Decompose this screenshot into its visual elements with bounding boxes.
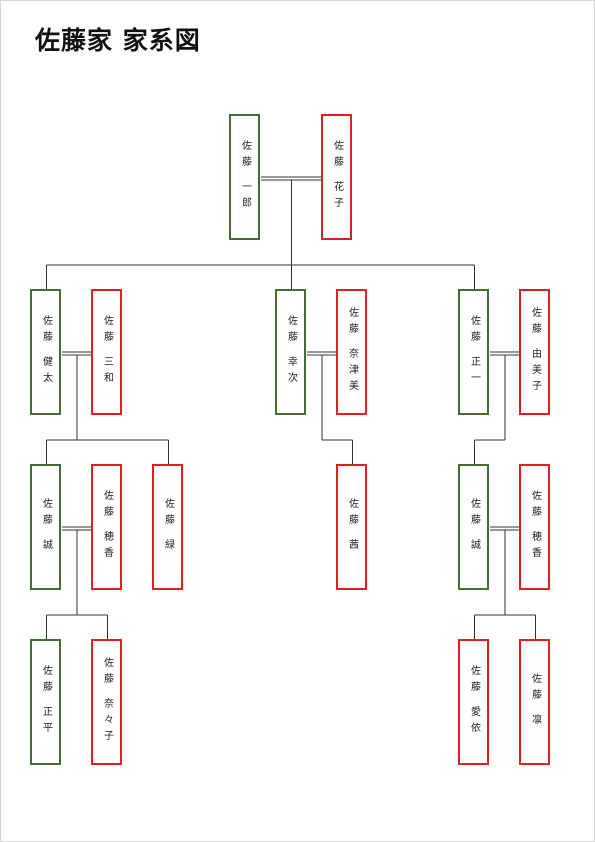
person-name: 佐藤 愛依 <box>468 665 480 739</box>
person-akane[interactable]: 佐藤 茜 <box>336 464 367 590</box>
person-name: 佐藤 正一 <box>468 315 480 389</box>
person-honoka-2[interactable]: 佐藤 穂香 <box>519 464 550 590</box>
person-miwa[interactable]: 佐藤 三和 <box>91 289 122 415</box>
person-name: 佐藤 誠 <box>468 498 480 556</box>
person-kenta[interactable]: 佐藤 健太 <box>30 289 61 415</box>
person-name: 佐藤 穂香 <box>529 490 541 564</box>
person-mei[interactable]: 佐藤 愛依 <box>458 639 489 765</box>
person-midori[interactable]: 佐藤 緑 <box>152 464 183 590</box>
person-name: 佐藤 奈々子 <box>101 657 113 747</box>
person-name: 佐藤 誠 <box>40 498 52 556</box>
person-name: 佐藤 奈津美 <box>346 307 358 397</box>
person-name: 佐藤 穂香 <box>101 490 113 564</box>
person-name: 佐藤 健太 <box>40 315 52 389</box>
person-name: 佐藤 茜 <box>346 498 358 556</box>
person-name: 佐藤 緑 <box>162 498 174 556</box>
page-title: 佐藤家 家系図 <box>35 26 201 55</box>
person-natsumi[interactable]: 佐藤 奈津美 <box>336 289 367 415</box>
person-makoto-1[interactable]: 佐藤 誠 <box>30 464 61 590</box>
person-makoto-2[interactable]: 佐藤 誠 <box>458 464 489 590</box>
person-shohei[interactable]: 佐藤 正平 <box>30 639 61 765</box>
person-rin[interactable]: 佐藤 凛 <box>519 639 550 765</box>
person-hanako[interactable]: 佐藤 花子 <box>321 114 352 240</box>
person-nanako[interactable]: 佐藤 奈々子 <box>91 639 122 765</box>
person-ichiro[interactable]: 佐藤 一郎 <box>229 114 260 240</box>
person-name: 佐藤 正平 <box>40 665 52 739</box>
person-name: 佐藤 花子 <box>331 140 343 214</box>
person-koji[interactable]: 佐藤 幸次 <box>275 289 306 415</box>
person-name: 佐藤 一郎 <box>239 140 251 214</box>
person-name: 佐藤 幸次 <box>285 315 297 389</box>
person-honoka-1[interactable]: 佐藤 穂香 <box>91 464 122 590</box>
person-yumiko[interactable]: 佐藤 由美子 <box>519 289 550 415</box>
person-name: 佐藤 由美子 <box>529 307 541 397</box>
person-shoichi[interactable]: 佐藤 正一 <box>458 289 489 415</box>
person-name: 佐藤 凛 <box>529 673 541 731</box>
person-name: 佐藤 三和 <box>101 315 113 389</box>
